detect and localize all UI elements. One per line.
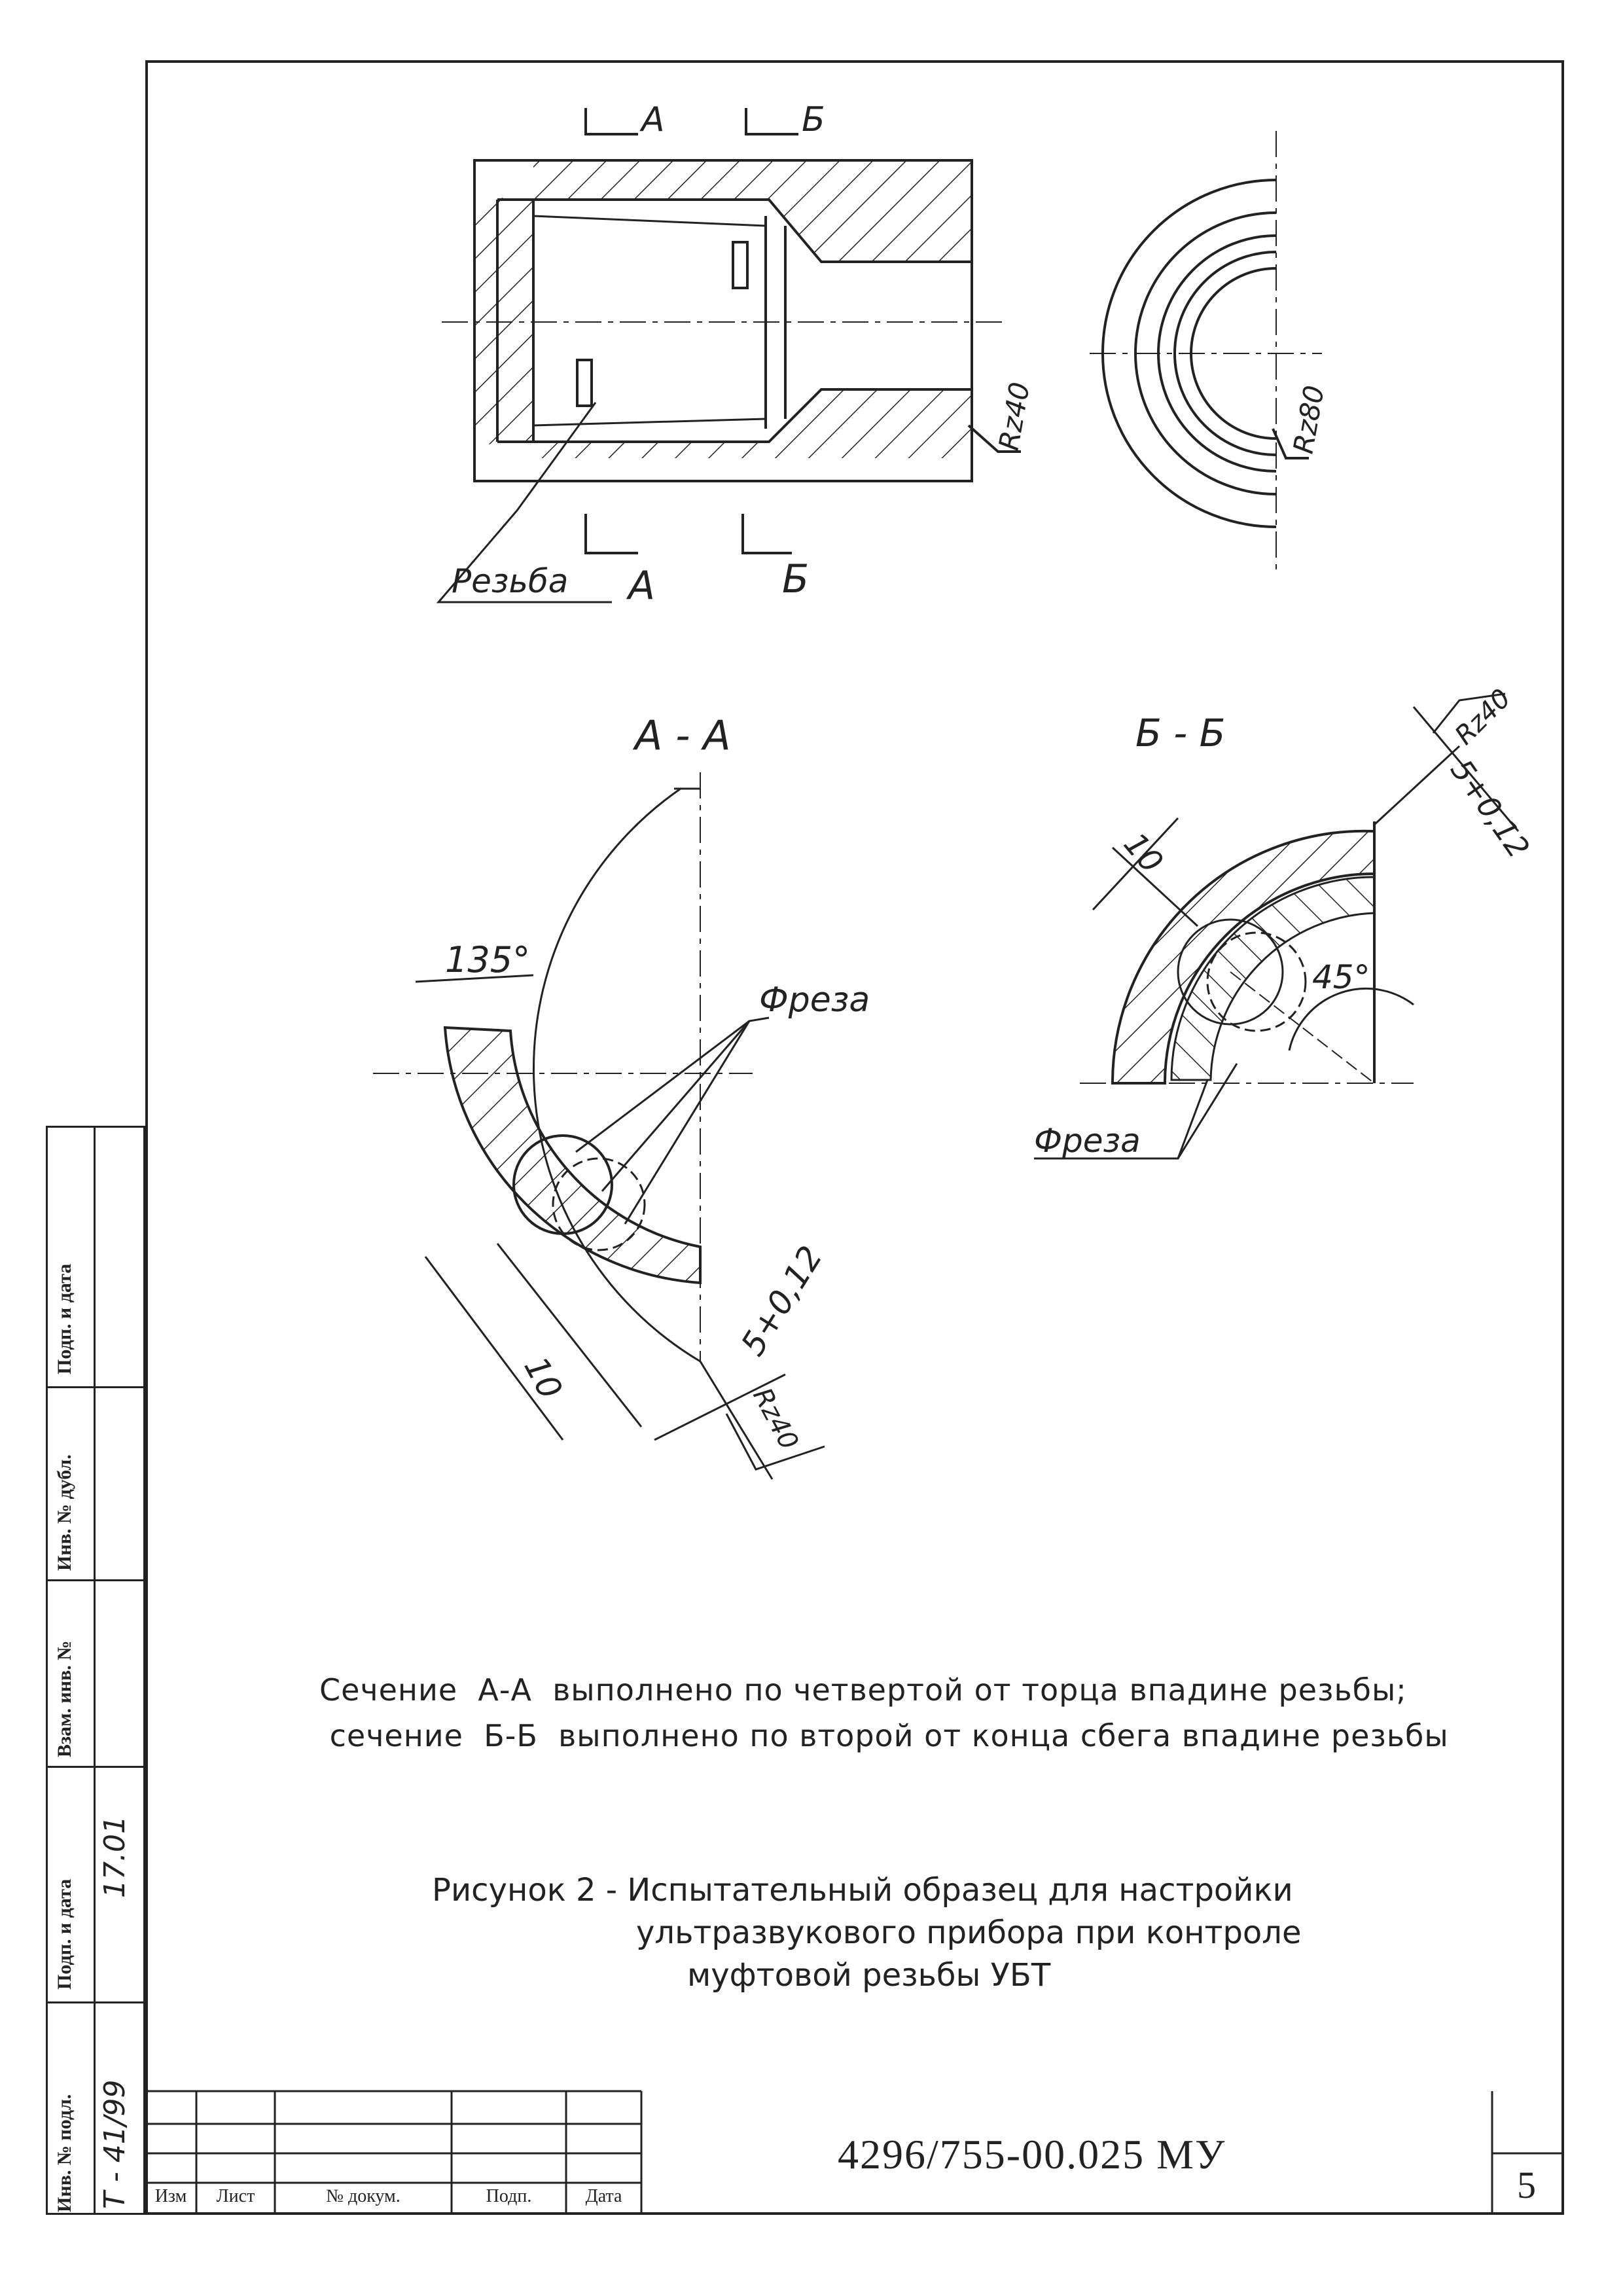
title-col-date: Дата [585, 2186, 622, 2206]
rz80-label-end: Rz80 [1287, 383, 1330, 456]
document-number: 4296/755-00.025 МУ [838, 2131, 1226, 2178]
section-bb-drawing [1034, 692, 1520, 1160]
side-approval-strip [46, 1126, 145, 2215]
title-col-doc: № докум. [326, 2186, 401, 2206]
title-col-sign: Подп. [486, 2186, 532, 2206]
rz40-label-bb: Rz40 [1450, 683, 1517, 751]
sheet-number: 5 [1517, 2164, 1536, 2206]
section-aa-drawing [373, 772, 825, 1480]
drawing-frame [145, 60, 1564, 2215]
coupling-end-view [1090, 131, 1322, 569]
cut-label-a-top: А [639, 100, 665, 139]
cutter-label-bb: Фреза [1034, 1122, 1141, 1160]
rz40-label-aa: Rz40 [747, 1383, 804, 1455]
figure-caption-line1: Рисунок 2 - Испытательный образец для на… [432, 1872, 1293, 1909]
title-col-izm: Изм [154, 2186, 187, 2206]
figure-caption-line2: ультразвукового прибора при контроле [636, 1914, 1302, 1951]
rz40-label-main: Rz40 [993, 380, 1036, 453]
side-label-podp-data-top: Подп. и дата [54, 1263, 75, 1374]
side-label-vzam-inv: Взам. инв. № [54, 1640, 75, 1757]
section-note-line1: Сечение А-А выполнено по четвертой от то… [319, 1672, 1407, 1708]
section-bb-title: Б - Б [1135, 711, 1225, 755]
figure-caption-line3: муфтовой резьбы УБТ [687, 1957, 1051, 1994]
title-block-grid [145, 2090, 1564, 2215]
side-label-inv-dubl: Инв. № дубл. [54, 1454, 75, 1571]
section-aa-title: А - А [632, 711, 731, 759]
angle-45-label: 45° [1312, 958, 1370, 996]
dim-5-bb: 5+0,12 [1444, 753, 1537, 864]
side-label-inv-podl: Инв. № подл. [54, 2094, 75, 2212]
cut-label-b-bottom: Б [782, 556, 809, 602]
side-hand-date: 17.01 [98, 1816, 132, 1898]
thread-label: Резьба [452, 562, 568, 600]
cut-label-a-bottom: А [626, 563, 655, 609]
coupling-main-view [436, 108, 1021, 603]
side-label-podp-data: Подп. и дата [54, 1878, 75, 1990]
cut-label-b-top: Б [802, 100, 825, 139]
dim-10-aa: 10 [516, 1350, 569, 1405]
title-col-list: Лист [216, 2186, 255, 2206]
section-note-line2: сечение Б-Б выполнено по второй от конца… [319, 1718, 1449, 1753]
cutter-label-aa: Фреза [759, 980, 870, 1020]
dim-5-aa: 5+0,12 [734, 1240, 830, 1363]
angle-135-label: 135° [445, 939, 530, 980]
side-hand-inv-number: Т - 41/99 [98, 2079, 132, 2209]
